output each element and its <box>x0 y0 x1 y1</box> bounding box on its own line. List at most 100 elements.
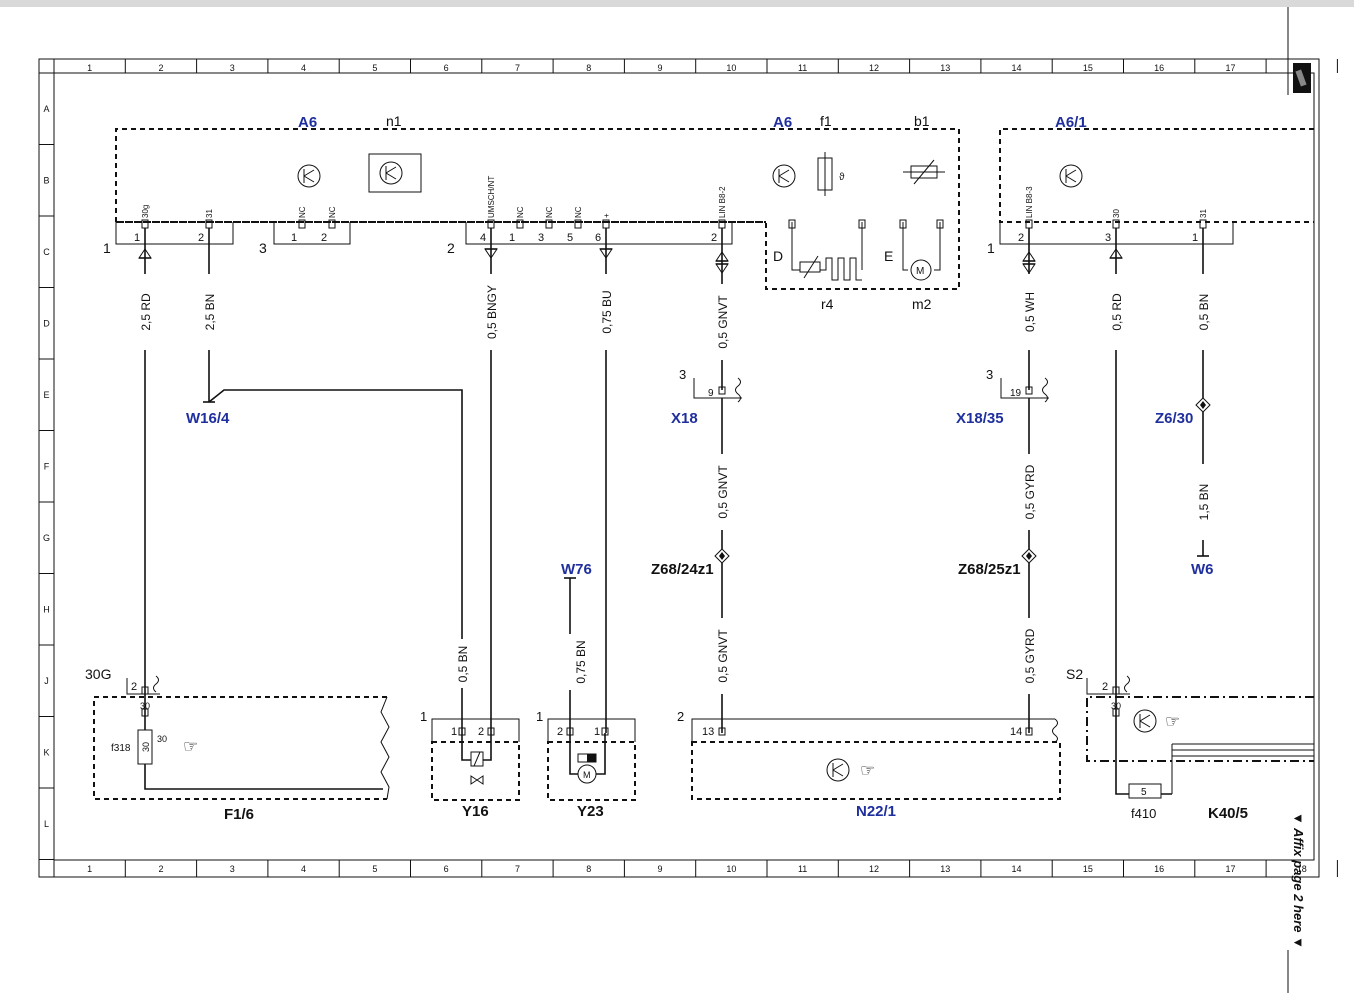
pin-socket <box>788 219 796 229</box>
col-label-bottom: 2 <box>158 864 163 874</box>
k40-5-box <box>1086 696 1314 762</box>
col-label-top: 1 <box>87 63 92 73</box>
heating-element-r4-icon <box>791 222 863 281</box>
hand-icon-n22-1: ☞ <box>860 761 875 780</box>
motor-m2-icon: M <box>902 222 941 281</box>
connector-strip-3 <box>273 222 351 245</box>
pin-name: LIN B8-3 <box>1025 186 1034 218</box>
col-label-top: 6 <box>444 63 449 73</box>
label-fuse-value: 30 <box>141 742 151 752</box>
x18-35-connector-wave <box>1042 377 1048 403</box>
transistor-icon-2 <box>379 161 403 185</box>
label-f1-6: F1/6 <box>224 806 254 823</box>
pin-name: LIN B8-2 <box>718 186 727 218</box>
wire-label: 0,75 BU <box>600 290 614 333</box>
d-label: D <box>773 248 783 264</box>
ref-z68-24z1: Z68/24z1 <box>651 561 714 578</box>
ref-w6: W6 <box>1191 561 1214 578</box>
col-label-bottom: 8 <box>586 864 591 874</box>
col-label-top: 10 <box>726 63 736 73</box>
a6-1-module-box <box>999 128 1314 223</box>
col-label-top: 9 <box>658 63 663 73</box>
y16-connector-number: 1 <box>420 709 427 724</box>
row-label: C <box>43 247 50 257</box>
fuse-f410-icon <box>1128 783 1162 799</box>
row-label: H <box>43 604 50 614</box>
label-30g: 30G <box>85 666 111 682</box>
x18-35-connector-number: 3 <box>986 367 993 382</box>
col-label-top: 4 <box>301 63 306 73</box>
label-f318: f318 <box>111 743 131 754</box>
frame-inner <box>53 72 1315 861</box>
label-pin2-right: 2 <box>1102 681 1108 693</box>
transistor-icon-n22-1 <box>826 758 850 782</box>
pin-number: 6 <box>595 232 601 244</box>
label-fuse-f410-value: 5 <box>1141 787 1147 798</box>
splice-z68-25z1-icon <box>1021 548 1037 564</box>
col-label-bottom: 18 <box>1297 864 1307 874</box>
window-top-bar <box>0 0 1354 7</box>
col-label-top: 14 <box>1012 63 1022 73</box>
affix-page-note: ▼ Affix page 2 here ▼ <box>1291 812 1306 949</box>
connector-2-label: 2 <box>447 240 455 256</box>
control-unit-n1-box <box>368 153 422 193</box>
page-marker-icon-inner <box>1295 69 1307 87</box>
row-label: B <box>43 175 49 185</box>
pin-socket <box>899 219 907 229</box>
f1-label: f1 <box>820 113 832 129</box>
wire-label: 2,5 BN <box>203 294 217 331</box>
ref-z68-25z1: Z68/25z1 <box>958 561 1021 578</box>
m2-label: m2 <box>912 296 932 312</box>
pin-number: 1 <box>134 232 140 244</box>
row-label: E <box>43 390 49 400</box>
row-label: F <box>44 461 50 471</box>
s2-connector-wave <box>1124 675 1130 693</box>
pin-number: 1 <box>1192 232 1198 244</box>
x18-connector-wave <box>735 377 741 403</box>
col-label-bottom: 13 <box>940 864 950 874</box>
fuse-f318-return-wire <box>144 764 383 790</box>
e-label: E <box>884 248 893 264</box>
n22-1-connector <box>691 718 1055 742</box>
col-label-top: 15 <box>1083 63 1093 73</box>
j30g-connector <box>126 678 160 695</box>
row-label: L <box>44 819 49 829</box>
col-label-top: 2 <box>158 63 163 73</box>
n1-label: n1 <box>386 113 402 129</box>
b1-label: b1 <box>914 113 930 129</box>
ref-z6-30: Z6/30 <box>1155 410 1193 427</box>
pin-name: NC <box>545 206 554 218</box>
row-label: G <box>43 533 50 543</box>
label-k40-5: K40/5 <box>1208 805 1248 822</box>
col-label-top: 5 <box>372 63 377 73</box>
f1-6-box <box>93 696 387 800</box>
y23-pin-1: 1 <box>594 726 600 738</box>
col-label-bottom: 6 <box>444 864 449 874</box>
label-y16: Y16 <box>462 803 489 820</box>
y16-pin-1: 1 <box>451 726 457 738</box>
label-pin30-k40: 30 <box>1111 701 1121 711</box>
wire-label: 0,75 BN <box>574 640 588 683</box>
label-pin30-left: 30 <box>140 701 150 711</box>
pin-socket <box>858 219 866 229</box>
label-pin2-left: 2 <box>131 681 137 693</box>
n22-1-box <box>691 741 1061 800</box>
col-label-top: 7 <box>515 63 520 73</box>
svg-text:M: M <box>583 770 591 780</box>
col-label-bottom: 7 <box>515 864 520 874</box>
x18-connector-box <box>693 378 742 399</box>
col-label-bottom: 12 <box>869 864 879 874</box>
connector-1-label: 1 <box>103 240 111 256</box>
pin-number: 4 <box>480 232 486 244</box>
col-label-bottom: 15 <box>1083 864 1093 874</box>
pin-name: NC <box>574 206 583 218</box>
label-f410: f410 <box>1131 806 1156 821</box>
splice-z6-30-icon <box>1195 397 1211 413</box>
n22-1-pin-13: 13 <box>702 726 714 738</box>
x18-35-pin-number: 19 <box>1010 388 1022 399</box>
pin-number: 2 <box>321 232 327 244</box>
hand-icon-f1-6: ☞ <box>183 737 198 756</box>
pin-number: 5 <box>567 232 573 244</box>
